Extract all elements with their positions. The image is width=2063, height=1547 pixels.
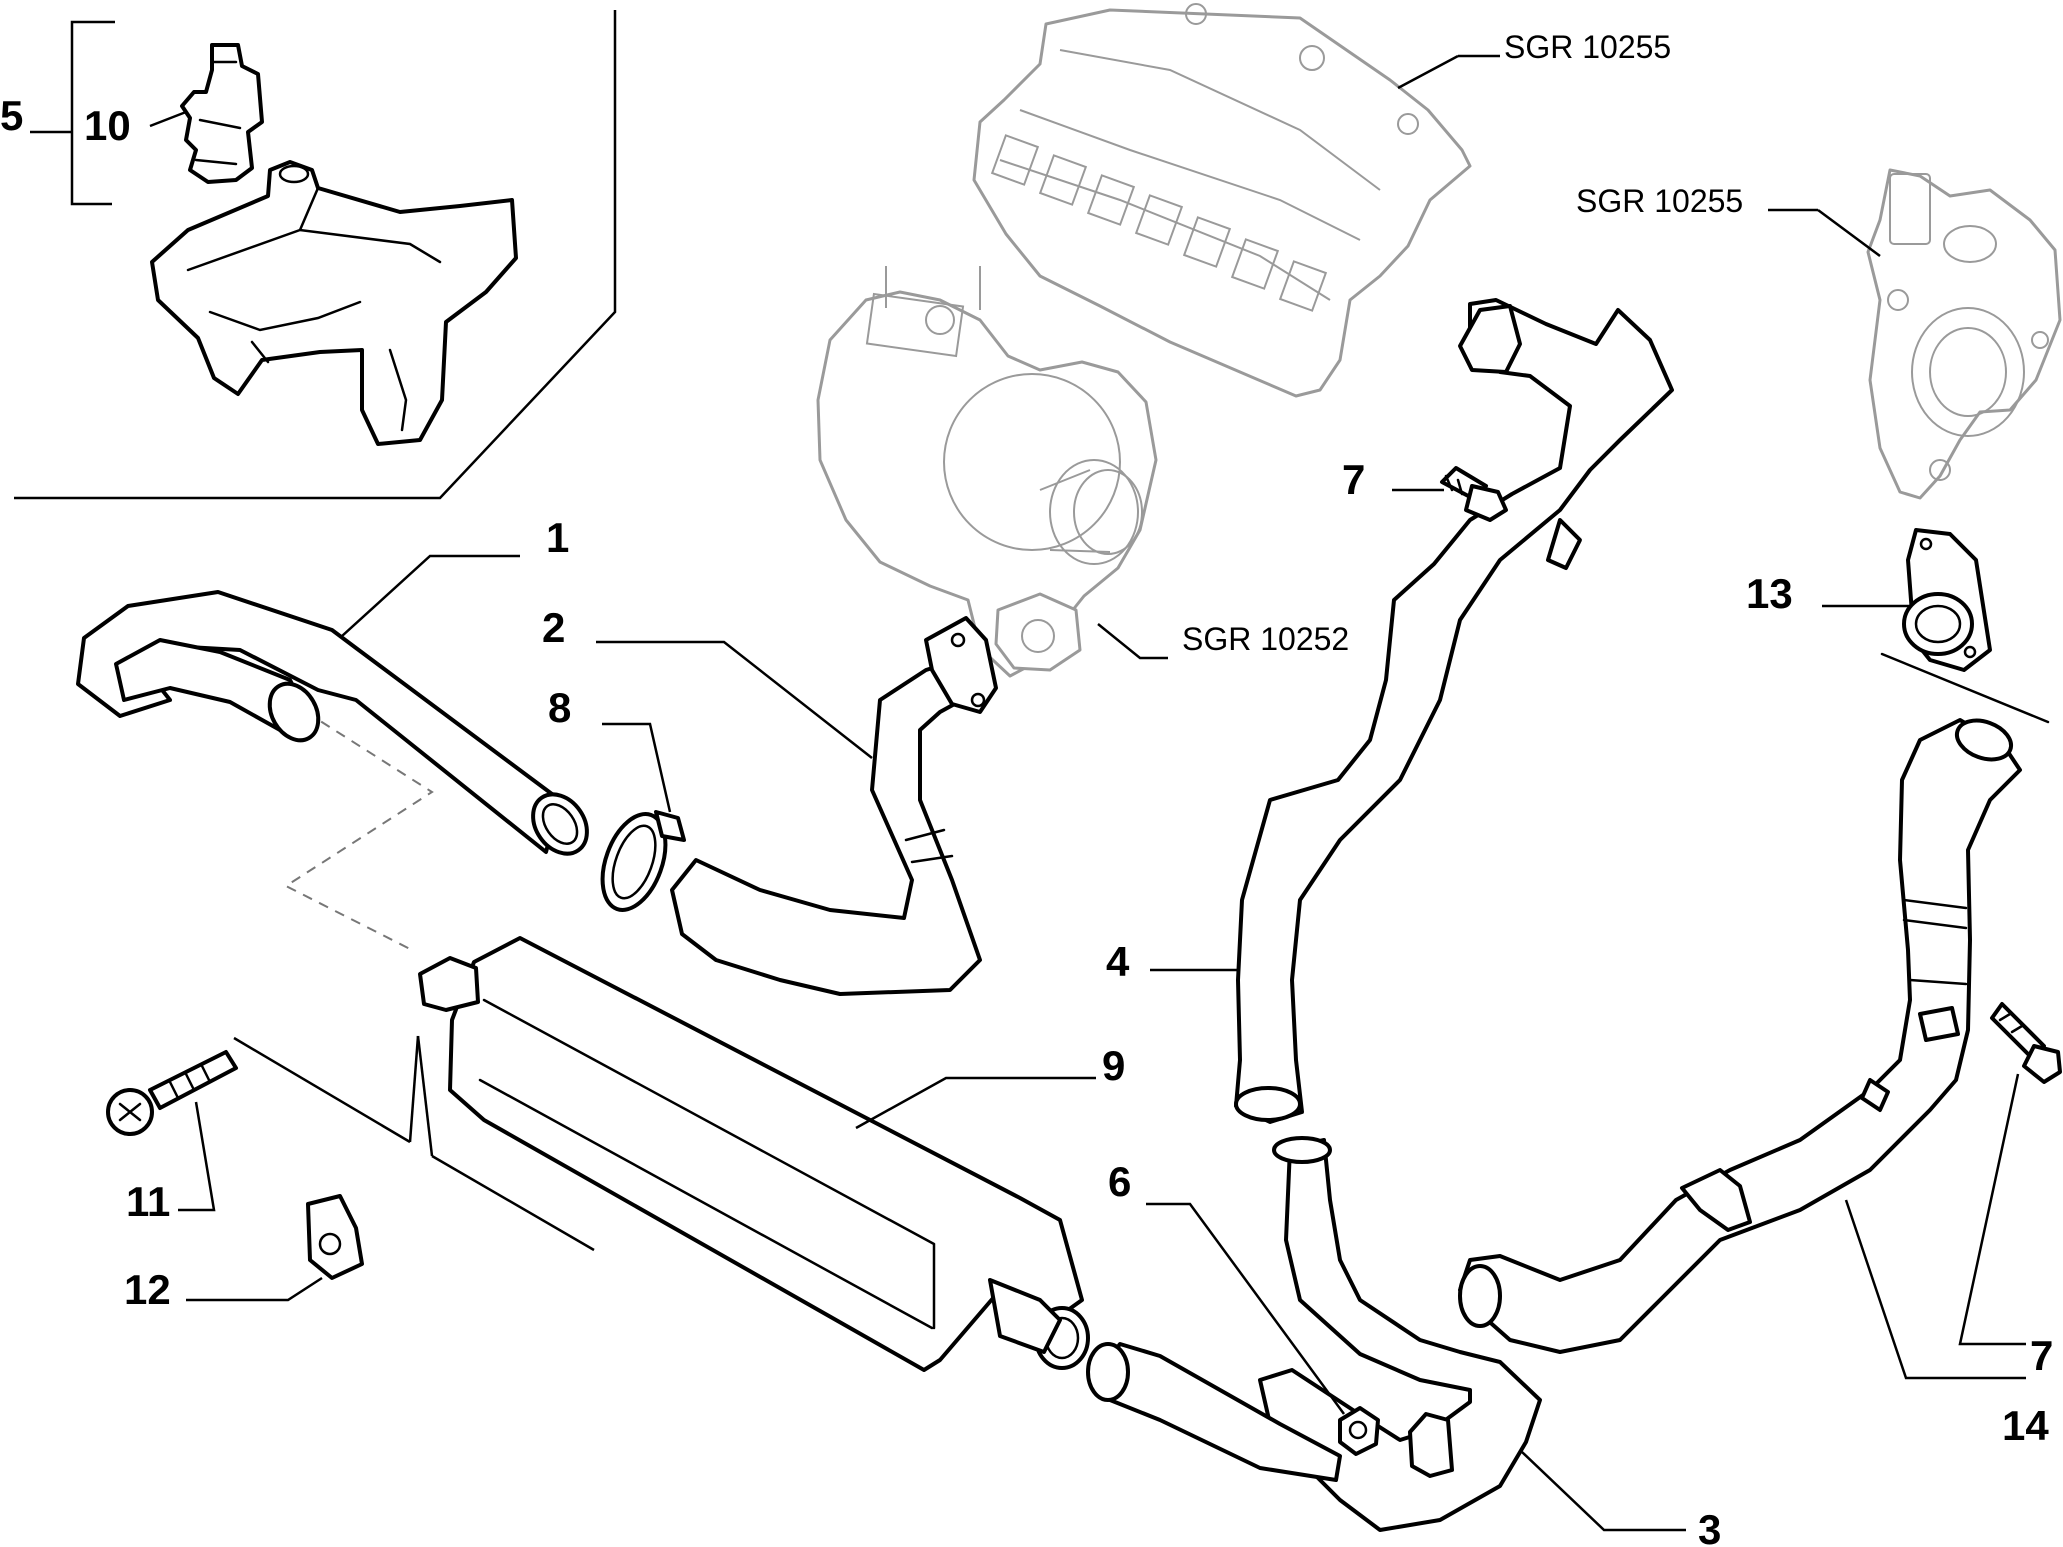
part-1-hose: [76, 554, 589, 856]
callout-2: 2: [542, 604, 565, 651]
part-3-hose: [1086, 1136, 1686, 1532]
callout-12: 12: [124, 1266, 171, 1313]
part-2-pipe: [596, 616, 998, 996]
part-10-clip: [149, 43, 264, 184]
callout-10: 10: [84, 102, 131, 149]
callout-7-right: 7: [2030, 1332, 2053, 1379]
part-14-pipe: [1458, 718, 2026, 1380]
part-4-hose: [1150, 298, 1674, 1124]
callout-4: 4: [1106, 938, 1130, 985]
ref-turbocharger: SGR 10252: [1182, 621, 1349, 657]
part-11-bolt: [106, 1050, 238, 1212]
callout-7-top: 7: [1342, 456, 1365, 503]
reference-labels: SGR 10255 SGR 10255 SGR 10252: [1182, 29, 1743, 657]
callout-6: 6: [1108, 1158, 1131, 1205]
part-5-housing: [150, 160, 518, 446]
throttle-body: [1768, 168, 2062, 500]
part-9-intercooler: [418, 936, 1096, 1372]
part-6-nut: [1146, 1202, 1380, 1456]
intake-manifold: [972, 3, 1500, 398]
part-12-clip: [186, 1194, 364, 1302]
part-7-bolt-right: [1958, 1002, 2062, 1346]
callout-9: 9: [1102, 1042, 1125, 1089]
dashed-guides: [283, 711, 434, 951]
callout-numbers: 1 2 3 4 5 6 7 7 8 9 10 11 12 13 14: [0, 92, 2053, 1547]
callout-14: 14: [2002, 1402, 2049, 1449]
bracket-lines: [233, 1035, 595, 1252]
ref-manifold: SGR 10255: [1504, 29, 1671, 65]
callout-3: 3: [1698, 1506, 1721, 1547]
turbocharger: [816, 266, 1168, 678]
part-8-clamp: [600, 722, 686, 912]
callout-11: 11: [126, 1178, 170, 1225]
callout-13: 13: [1746, 570, 1793, 617]
callout-8: 8: [548, 684, 571, 731]
ref-throttle-body: SGR 10255: [1576, 183, 1743, 219]
inset-frame: [14, 10, 617, 500]
callout-5: 5: [0, 92, 23, 139]
part-13-fitting: [1822, 528, 2050, 724]
callout-1: 1: [546, 514, 569, 561]
part-7-bolt-top: [1392, 466, 1508, 522]
